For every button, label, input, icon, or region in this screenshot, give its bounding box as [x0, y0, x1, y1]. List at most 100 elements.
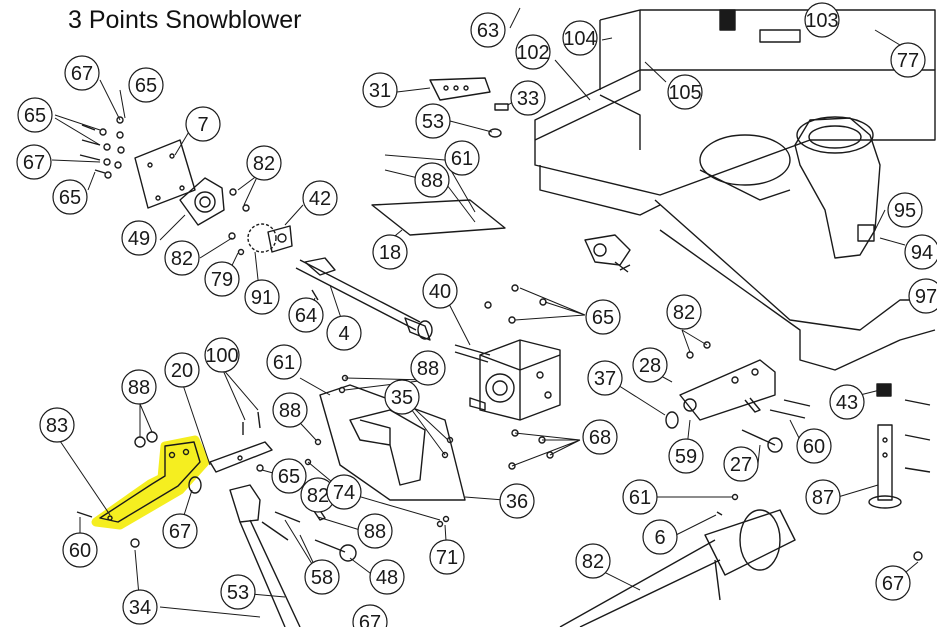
callout-87: 87	[805, 479, 841, 515]
callout-label: 88	[421, 170, 443, 192]
callout-label: 65	[135, 75, 157, 97]
callout-102: 102	[515, 34, 551, 70]
callout-circle	[887, 192, 923, 228]
callout-label: 88	[279, 400, 301, 422]
callout-label: 60	[69, 540, 91, 562]
callout-104: 104	[562, 20, 598, 56]
plate-part-7	[134, 139, 196, 209]
callout-circle	[17, 97, 53, 133]
callout-circle	[562, 20, 598, 56]
callout-82: 82	[164, 240, 200, 276]
callout-95: 95	[887, 192, 923, 228]
callout-circle	[326, 315, 362, 351]
callout-label: 105	[668, 82, 701, 104]
callout-label: 82	[307, 485, 329, 507]
callout-77: 77	[890, 42, 926, 78]
callout-88: 88	[357, 513, 393, 549]
callout-label: 79	[211, 269, 233, 291]
callout-label: 33	[517, 88, 539, 110]
callout-label: 7	[197, 114, 208, 136]
callout-88: 88	[121, 369, 157, 405]
callout-59: 59	[668, 438, 704, 474]
callout-42: 42	[302, 180, 338, 216]
callout-65: 65	[52, 179, 88, 215]
callout-circle	[723, 446, 759, 482]
callout-label: 6	[654, 527, 665, 549]
chute-part-95	[794, 116, 881, 259]
callout-circle	[185, 106, 221, 142]
callout-88: 88	[272, 392, 308, 428]
callout-label: 82	[673, 302, 695, 324]
callout-circle	[908, 278, 937, 314]
callout-label: 40	[429, 281, 451, 303]
callout-label: 67	[23, 152, 45, 174]
callout-35: 35	[384, 379, 420, 415]
callout-61: 61	[444, 140, 480, 176]
callout-71: 71	[429, 539, 465, 575]
callout-circle	[666, 294, 702, 330]
callout-label: 60	[803, 436, 825, 458]
callout-36: 36	[499, 483, 535, 519]
callout-61: 61	[266, 344, 302, 380]
callout-label: 58	[311, 567, 333, 589]
callout-7: 7	[185, 106, 221, 142]
callout-circle	[304, 559, 340, 595]
callout-label: 53	[422, 111, 444, 133]
callout-circle	[890, 42, 926, 78]
callout-4: 4	[326, 315, 362, 351]
callout-53: 53	[220, 574, 256, 610]
callout-label: 27	[730, 454, 752, 476]
callout-67: 67	[162, 513, 198, 549]
callout-circle	[204, 261, 240, 297]
callout-20: 20	[164, 352, 200, 388]
callout-circle	[667, 74, 703, 110]
callout-label: 49	[128, 228, 150, 250]
callout-circle	[272, 392, 308, 428]
callout-label: 37	[594, 368, 616, 390]
callout-circle	[62, 532, 98, 568]
callout-label: 68	[589, 427, 611, 449]
callout-circle	[271, 458, 307, 494]
callout-circle	[128, 67, 164, 103]
link-part-20	[209, 441, 273, 473]
callout-65: 65	[128, 67, 164, 103]
stand-part-27	[868, 424, 902, 509]
callout-65: 65	[585, 299, 621, 335]
callout-88: 88	[414, 162, 450, 198]
callout-64: 64	[288, 297, 324, 333]
callout-74: 74	[326, 474, 362, 510]
bolt-group-left	[79, 116, 125, 179]
callout-67: 67	[16, 144, 52, 180]
callout-circle	[266, 344, 302, 380]
callout-circle	[499, 483, 535, 519]
callout-label: 20	[171, 360, 193, 382]
callout-label: 88	[128, 377, 150, 399]
sprocket-part-91	[247, 223, 293, 253]
callout-18: 18	[372, 234, 408, 270]
callout-circle	[362, 72, 398, 108]
callout-63: 63	[470, 12, 506, 48]
callout-68: 68	[582, 419, 618, 455]
callout-circle	[64, 55, 100, 91]
callout-label: 95	[894, 200, 916, 222]
callout-circle	[288, 297, 324, 333]
callout-28: 28	[632, 347, 668, 383]
callout-103: 103	[804, 2, 840, 38]
callout-label: 59	[675, 446, 697, 468]
callout-label: 42	[309, 188, 331, 210]
callout-circle	[372, 234, 408, 270]
callout-circle	[585, 299, 621, 335]
callout-circle	[805, 479, 841, 515]
callout-label: 43	[836, 392, 858, 414]
callout-label: 94	[911, 242, 933, 264]
callout-79: 79	[204, 261, 240, 297]
callout-65: 65	[271, 458, 307, 494]
callout-53: 53	[415, 103, 451, 139]
gearbox-part-40	[454, 339, 561, 421]
callout-circle	[470, 12, 506, 48]
callout-label: 82	[171, 248, 193, 270]
callout-100: 100	[204, 337, 240, 373]
callout-105: 105	[667, 74, 703, 110]
callout-31: 31	[362, 72, 398, 108]
